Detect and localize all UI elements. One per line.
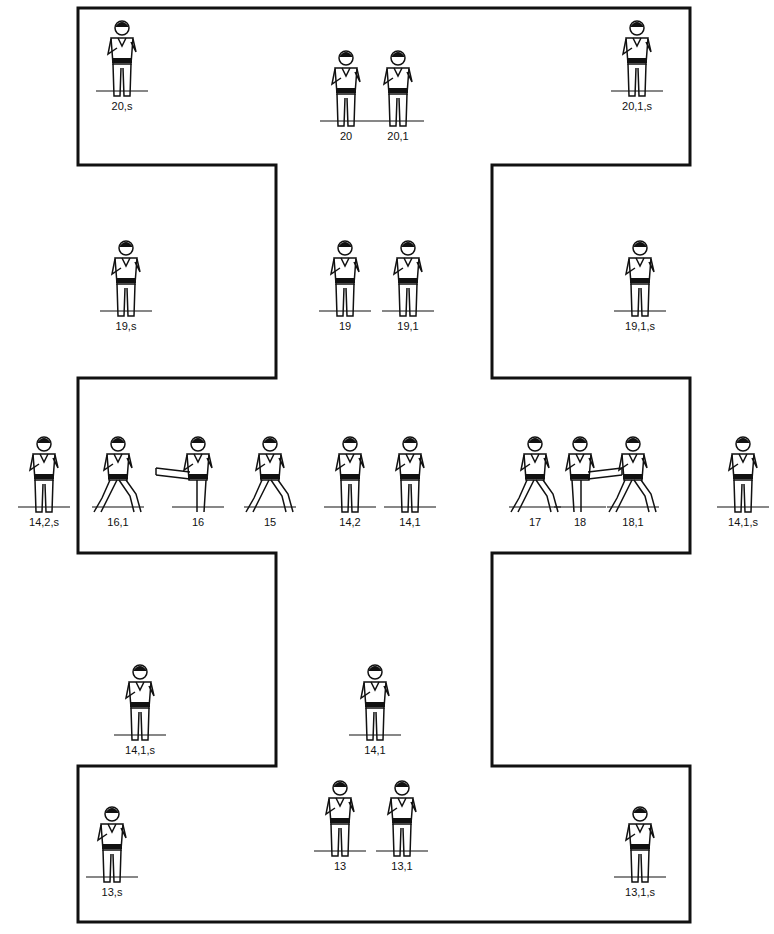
- callout-number: 14,1,s: [125, 744, 155, 757]
- practitioner-figure: [319, 241, 371, 316]
- callout-number: 19: [339, 320, 351, 333]
- practitioner-figure: [349, 665, 401, 740]
- practitioner-figure: [18, 437, 70, 512]
- practitioner-figure: [324, 437, 376, 512]
- callout-number: 14,2,s: [29, 516, 59, 529]
- practitioner-figure: [156, 437, 224, 512]
- callout-number: 14,2: [339, 516, 360, 529]
- practitioner-figure: [554, 437, 622, 512]
- callout-number: 14,1,s: [728, 516, 758, 529]
- callout-number: 20,1,s: [622, 100, 652, 113]
- practitioner-figure: [314, 781, 366, 856]
- practitioner-figure: [372, 51, 424, 126]
- callout-number: 13: [334, 860, 346, 873]
- callout-number: 18: [574, 516, 586, 529]
- practitioner-figure: [92, 437, 144, 512]
- practitioner-figure: [86, 807, 138, 882]
- figures: [18, 21, 769, 882]
- practitioner-figure: [382, 241, 434, 316]
- callout-number: 19,1: [397, 320, 418, 333]
- callout-number: 20,1: [387, 130, 408, 143]
- callout-number: 13,s: [102, 886, 123, 899]
- callout-number: 16,1: [107, 516, 128, 529]
- callout-number: 14,1: [364, 744, 385, 757]
- practitioner-figure: [96, 21, 148, 96]
- callout-number: 20: [340, 130, 352, 143]
- callout-number: 14,1: [399, 516, 420, 529]
- callout-number: 19,1,s: [625, 320, 655, 333]
- practitioner-figure: [100, 241, 152, 316]
- callout-number: 16: [192, 516, 204, 529]
- practitioner-figure: [384, 437, 436, 512]
- practitioner-figure: [320, 51, 372, 126]
- callout-number: 17: [529, 516, 541, 529]
- callout-number: 19,s: [116, 320, 137, 333]
- practitioner-figure: [614, 241, 666, 316]
- practitioner-figure: [376, 781, 428, 856]
- practitioner-figure: [611, 21, 663, 96]
- practitioner-figure: [614, 807, 666, 882]
- callout-number: 18,1: [622, 516, 643, 529]
- practitioner-figure: [244, 437, 296, 512]
- practitioner-figure: [509, 437, 561, 512]
- callout-number: 20,s: [112, 100, 133, 113]
- callout-number: 15: [264, 516, 276, 529]
- callout-number: 13,1: [391, 860, 412, 873]
- practitioner-figure: [717, 437, 769, 512]
- pattern-outline: [78, 8, 690, 922]
- practitioner-figure: [114, 665, 166, 740]
- callout-number: 13,1,s: [625, 886, 655, 899]
- practitioner-figure: [607, 437, 659, 512]
